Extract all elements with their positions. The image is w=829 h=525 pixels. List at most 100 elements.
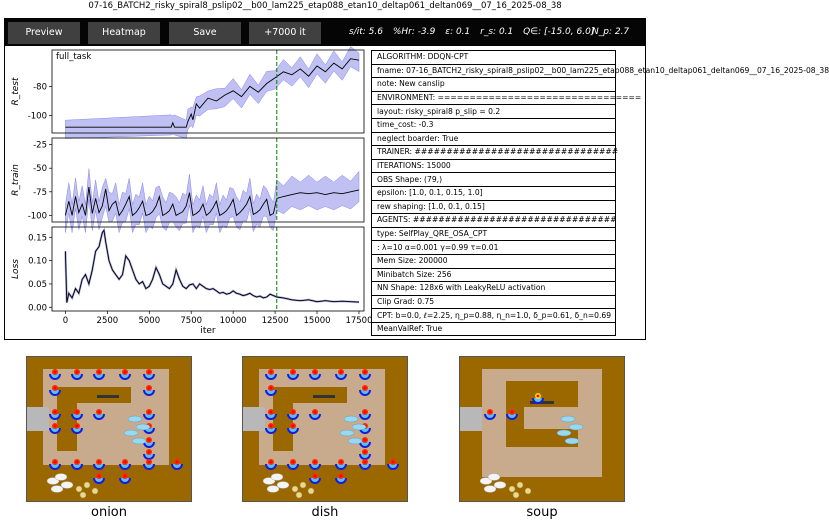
ytick-label: -50 — [33, 164, 47, 174]
pot-inner — [289, 464, 297, 468]
pot-inner — [51, 414, 59, 418]
pot-inner — [361, 464, 369, 468]
config-row: AGENTS: ################################ — [371, 213, 616, 228]
stat-sec-per-iter: s/it: 5.6 — [349, 27, 383, 37]
legend-label: full_task — [56, 52, 91, 62]
ylabel-loss: Loss — [11, 259, 21, 279]
config-cell: OBS Shape: (79,) — [371, 172, 616, 187]
arrow-marker — [127, 415, 143, 423]
pot-inner — [95, 478, 103, 482]
config-row: Minibatch Size: 256 — [371, 267, 616, 283]
flame-core — [291, 460, 295, 464]
ytick-label: 0.15 — [28, 233, 47, 243]
flame-core — [53, 410, 57, 414]
xtick-label: 12500 — [262, 316, 289, 326]
ylabel-r-train: R_train — [11, 164, 21, 196]
pot-inner — [267, 390, 275, 394]
dish-icon — [262, 477, 276, 485]
dish-icon — [60, 481, 74, 489]
series-band — [65, 46, 360, 139]
ytick-label: -100 — [28, 112, 47, 122]
flame-core — [363, 386, 367, 390]
pot-inner — [311, 414, 319, 418]
ytick-label: -100 — [28, 211, 47, 221]
config-row: ENVIRONMENT: ===========================… — [371, 90, 641, 106]
pot-inner — [534, 398, 542, 402]
config-cell: Clip Grad: 0.75 — [371, 294, 616, 310]
series-line — [64, 187, 360, 217]
arrow-marker — [123, 429, 139, 437]
counter-block — [530, 401, 554, 404]
pot-inner — [73, 464, 81, 468]
flame-core — [147, 386, 151, 390]
pot-inner — [51, 374, 59, 378]
dish-icon — [54, 473, 68, 481]
heatmap-button[interactable]: Heatmap — [88, 22, 160, 44]
pot-inner — [389, 464, 397, 468]
pot-inner — [508, 414, 516, 418]
flame-core — [147, 460, 151, 464]
pot-inner — [337, 478, 345, 482]
pot-inner — [121, 464, 129, 468]
onion-icon — [508, 485, 516, 493]
dish-icon — [276, 481, 290, 489]
preview-button[interactable]: Preview — [8, 22, 80, 44]
config-row: layout: risky_spiral8 p_slip = 0.2 — [371, 104, 616, 119]
onion-icon — [299, 481, 307, 489]
pot-inner — [289, 374, 297, 378]
ytick-label: 0.00 — [28, 303, 47, 313]
counter-block — [313, 395, 335, 398]
series-band — [64, 227, 360, 304]
config-row: NN Shape: 128x6 with LeakyReLU activatio… — [371, 281, 616, 296]
pot-inner — [121, 478, 129, 482]
add-iterations-button[interactable]: +7000 it — [249, 22, 321, 44]
arrow-marker — [564, 437, 580, 445]
flame-core — [175, 460, 179, 464]
pot-inner — [311, 374, 319, 378]
config-cell: Mem Size: 200000 — [371, 253, 616, 269]
pot-inner — [267, 374, 275, 378]
flame-core — [313, 370, 317, 374]
flame-core — [339, 370, 343, 374]
xtick-label: 0 — [63, 316, 68, 326]
pot-inner — [173, 464, 181, 468]
config-row: neglect boarder: True — [371, 131, 616, 147]
flame-core — [97, 460, 101, 464]
dish-icon — [270, 473, 284, 481]
config-row: OBS Shape: (79,) — [371, 172, 616, 187]
ytick-label: -25 — [33, 141, 47, 151]
window-title: 07-16_BATCH2_risky_spiral8_pslip02__b00_… — [88, 1, 562, 11]
config-cell: Minibatch Size: 256 — [371, 267, 616, 283]
config-row: fname: 07-16_BATCH2_risky_spiral8_pslip0… — [371, 63, 829, 79]
dish-icon — [493, 481, 507, 489]
pot-inner — [145, 390, 153, 394]
arrow-marker — [339, 429, 355, 437]
dish-icon — [266, 485, 280, 493]
config-cell: NN Shape: 128x6 with LeakyReLU activatio… — [371, 281, 616, 296]
config-cell: CPT: b=0.0, ℓ=2.25, η_p=0.88, η_n=1.0, δ… — [371, 308, 616, 323]
game-panel-soup — [459, 356, 625, 502]
pot-inner — [267, 414, 275, 418]
ytick-label: 0.05 — [28, 280, 47, 290]
onion-icon — [291, 485, 299, 493]
pot-inner — [361, 414, 369, 418]
pot-inner — [121, 374, 129, 378]
flame-core — [75, 424, 79, 428]
arrow-marker — [556, 429, 572, 437]
config-row: ALGORITHM: DDQN-CPT — [371, 50, 616, 65]
config-cell: ENVIRONMENT: ===========================… — [371, 90, 641, 106]
save-button[interactable]: Save — [169, 22, 241, 44]
flame-core — [313, 474, 317, 478]
flame-core — [147, 450, 151, 454]
onion-icon — [295, 491, 303, 499]
serving-wall — [460, 407, 482, 431]
pot-inner — [145, 442, 153, 446]
pot-inner — [361, 442, 369, 446]
pot-inner — [267, 428, 275, 432]
pot-inner — [73, 374, 81, 378]
game-label-dish: dish — [311, 505, 339, 520]
pot-inner — [289, 428, 297, 432]
onion-icon — [307, 487, 315, 495]
flame-core — [123, 474, 127, 478]
